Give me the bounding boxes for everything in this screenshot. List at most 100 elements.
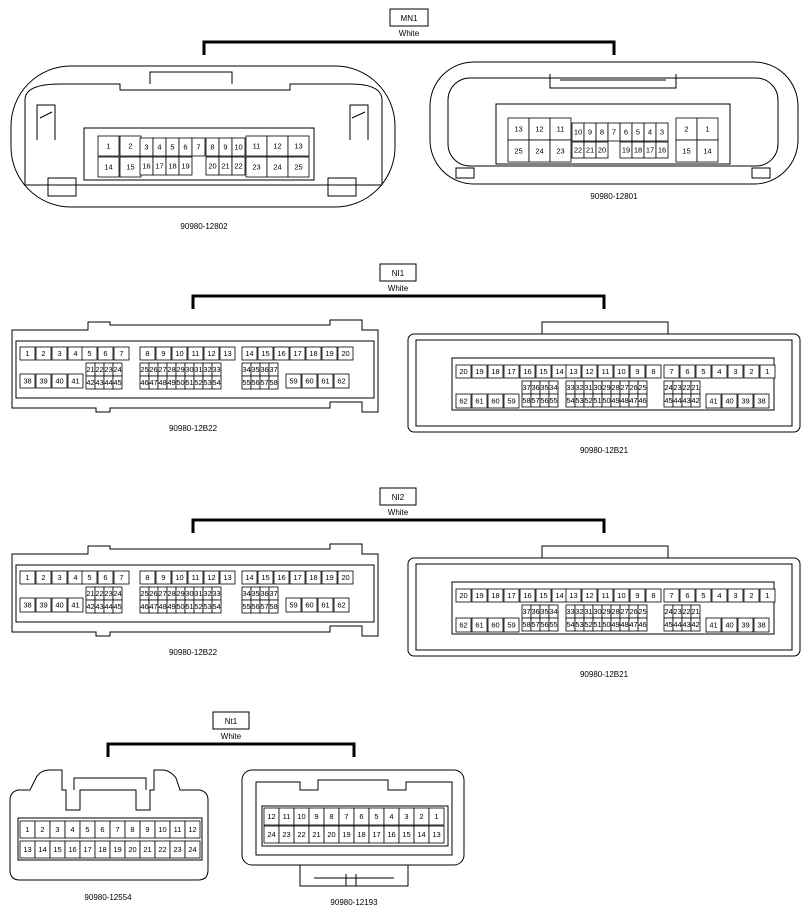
svg-text:5: 5	[87, 573, 91, 582]
pin-40: 40	[51, 597, 68, 613]
pin-39: 39	[35, 373, 52, 389]
pin-30: 30	[184, 362, 195, 377]
pin-10: 10	[613, 588, 630, 603]
pin-8: 8	[645, 588, 662, 603]
svg-text:17: 17	[83, 845, 91, 854]
pin-37: 37	[521, 604, 532, 619]
pin-27: 27	[157, 586, 168, 601]
pin-11: 11	[278, 807, 295, 826]
svg-text:46: 46	[140, 602, 148, 611]
pin-51: 51	[184, 375, 195, 390]
housing-inner	[415, 339, 793, 427]
svg-text:15: 15	[126, 163, 134, 172]
pin-20: 20	[124, 840, 141, 859]
svg-text:12: 12	[273, 142, 281, 151]
svg-text:1: 1	[434, 812, 438, 821]
pin-22: 22	[94, 362, 105, 377]
svg-text:43: 43	[95, 378, 103, 387]
svg-text:27: 27	[158, 365, 166, 374]
svg-text:1: 1	[765, 591, 769, 600]
svg-text:15: 15	[53, 845, 61, 854]
pin-38: 38	[753, 393, 770, 409]
svg-text:4: 4	[70, 825, 74, 834]
pin-4: 4	[711, 364, 728, 379]
svg-text:61: 61	[321, 601, 329, 610]
pin-2: 2	[34, 820, 51, 839]
svg-text:39: 39	[741, 397, 749, 406]
svg-text:45: 45	[664, 620, 672, 629]
svg-text:14: 14	[555, 591, 563, 600]
svg-text:27: 27	[620, 383, 628, 392]
svg-text:24: 24	[664, 383, 672, 392]
pin-33: 33	[211, 362, 222, 377]
svg-text:26: 26	[629, 607, 637, 616]
pin-50: 50	[601, 617, 612, 632]
svg-text:31: 31	[584, 383, 592, 392]
svg-text:15: 15	[539, 367, 547, 376]
pin-61: 61	[317, 373, 334, 389]
pin-21: 21	[308, 825, 325, 844]
pin-62: 62	[333, 373, 350, 389]
svg-text:54: 54	[212, 378, 220, 387]
pin-18: 18	[631, 141, 645, 159]
pin-23: 23	[278, 825, 295, 844]
svg-text:61: 61	[321, 377, 329, 386]
foot	[299, 865, 409, 887]
svg-text:5: 5	[87, 349, 91, 358]
pin-27: 27	[619, 604, 630, 619]
pin-43: 43	[681, 393, 692, 408]
pin-30: 30	[184, 586, 195, 601]
svg-text:59: 59	[289, 377, 297, 386]
pin-41: 41	[67, 373, 84, 389]
group-color: White	[221, 732, 242, 741]
svg-text:4: 4	[73, 573, 77, 582]
svg-text:8: 8	[651, 591, 655, 600]
svg-text:2: 2	[41, 349, 45, 358]
pin-36: 36	[259, 362, 270, 377]
pin-block	[17, 817, 203, 861]
pin-49: 49	[610, 393, 621, 408]
pin-41: 41	[67, 597, 84, 613]
pin-23: 23	[549, 139, 572, 163]
svg-text:24: 24	[664, 607, 672, 616]
svg-text:9: 9	[635, 367, 639, 376]
svg-text:18: 18	[309, 573, 317, 582]
svg-text:15: 15	[682, 147, 690, 156]
pin-1: 1	[759, 364, 776, 379]
pin-12: 12	[203, 346, 220, 361]
pin-49: 49	[166, 599, 177, 614]
svg-text:23: 23	[673, 383, 681, 392]
pin-6: 6	[679, 588, 696, 603]
pin-21: 21	[85, 586, 96, 601]
pin-48: 48	[157, 599, 168, 614]
pin-44: 44	[672, 393, 683, 408]
svg-text:40: 40	[55, 377, 63, 386]
housing-outline	[241, 769, 465, 866]
pin-23: 23	[103, 362, 114, 377]
pin-58: 58	[268, 375, 279, 390]
svg-text:60: 60	[305, 601, 313, 610]
svg-text:42: 42	[86, 602, 94, 611]
svg-text:30: 30	[593, 607, 601, 616]
pin-7: 7	[191, 137, 206, 157]
svg-text:37: 37	[269, 365, 277, 374]
pin-34: 34	[241, 362, 252, 377]
pin-57: 57	[259, 599, 270, 614]
pin-53: 53	[202, 375, 213, 390]
svg-text:47: 47	[629, 620, 637, 629]
svg-text:19: 19	[342, 830, 350, 839]
svg-text:10: 10	[175, 349, 183, 358]
pin-1: 1	[97, 135, 120, 157]
pin-block	[451, 357, 775, 411]
pin-17: 17	[79, 840, 96, 859]
pin-55: 55	[548, 393, 559, 408]
svg-text:58: 58	[269, 602, 277, 611]
svg-text:21: 21	[221, 162, 229, 171]
svg-text:23: 23	[556, 147, 564, 156]
svg-text:60: 60	[491, 621, 499, 630]
svg-text:52: 52	[194, 378, 202, 387]
svg-text:4: 4	[157, 143, 161, 152]
svg-text:17: 17	[507, 591, 515, 600]
pin-46: 46	[139, 375, 150, 390]
